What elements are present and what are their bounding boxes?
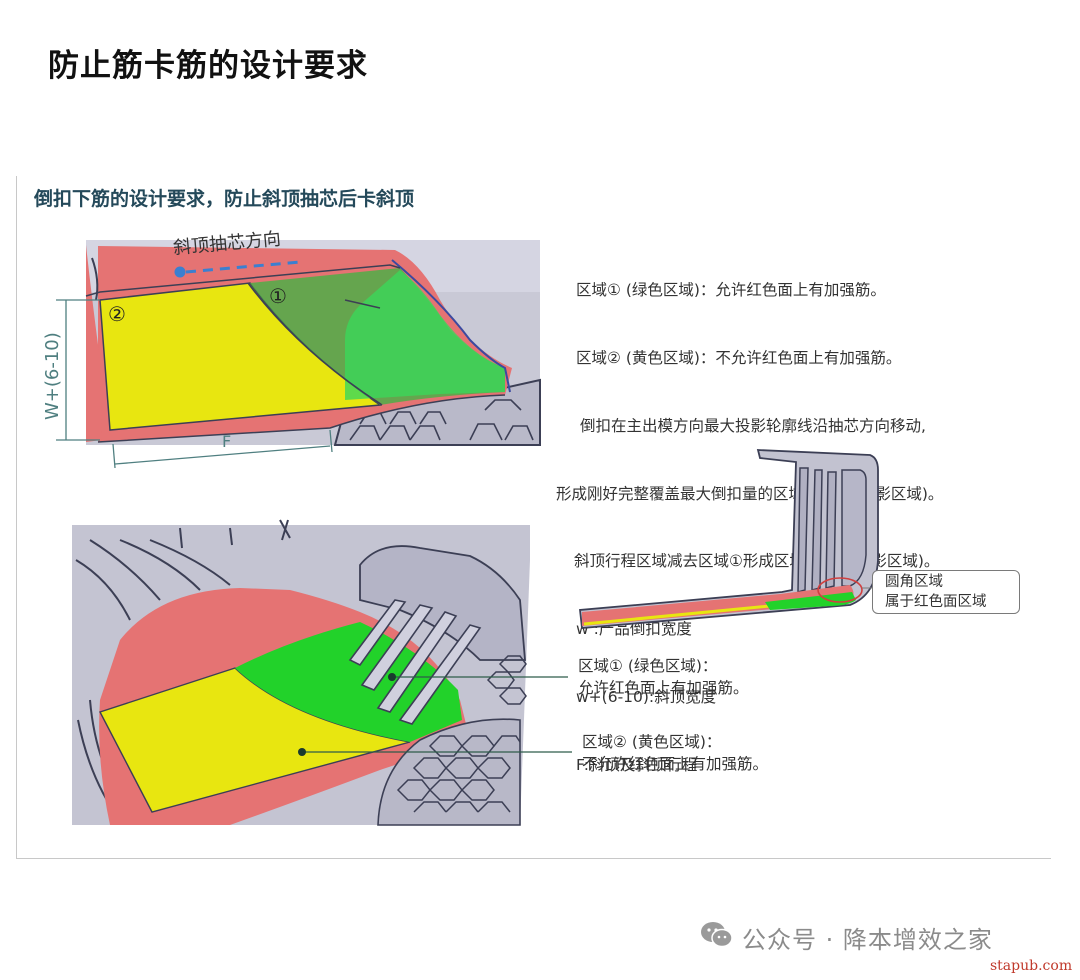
watermark-text: 公众号 · 降本增效之家 (742, 926, 993, 954)
footer-url[interactable]: stapub.com (990, 958, 1073, 974)
zone-2-marker: ② (108, 302, 126, 326)
corner-region-label: 圆角区域 属于红色面区域 (872, 570, 1020, 614)
note-line: w+(6-10):斜顶宽度 (576, 687, 717, 706)
subtitle: 倒扣下筋的设计要求，防止斜顶抽芯后卡斜顶 (34, 188, 415, 210)
content-frame (16, 176, 1051, 859)
zone-1-marker: ① (269, 284, 287, 308)
wechat-icon (701, 922, 733, 948)
page-title: 防止筋卡筋的设计要求 (48, 48, 368, 84)
note-line: 区域① (绿色区域)：允许红色面上有加强筋。 (576, 281, 886, 300)
length-dimension-label: F (222, 432, 232, 451)
callout-zone-2: 区域② (黄色区域)： 不允许红色面上有加强筋。 (582, 731, 768, 775)
callout-line: 区域① (绿色区域)： (578, 657, 718, 675)
corner-label-line: 圆角区域 (885, 574, 943, 590)
note-line: 区域② (黄色区域)：不允许红色面上有加强筋。 (576, 348, 902, 367)
callout-zone-1: 区域① (绿色区域)： 允许红色面上有加强筋。 (578, 655, 749, 699)
callout-line: 区域② (黄色区域)： (582, 733, 722, 751)
callout-line: 允许红色面上有加强筋。 (578, 679, 749, 697)
note-line: F:斜顶及斜顶行程 (576, 755, 698, 774)
corner-label-line: 属于红色面区域 (885, 594, 987, 610)
note-line: 倒扣在主出模方向最大投影轮廓线沿抽芯方向移动, (580, 416, 926, 435)
callout-line: 不允许红色面上有加强筋。 (582, 755, 769, 773)
